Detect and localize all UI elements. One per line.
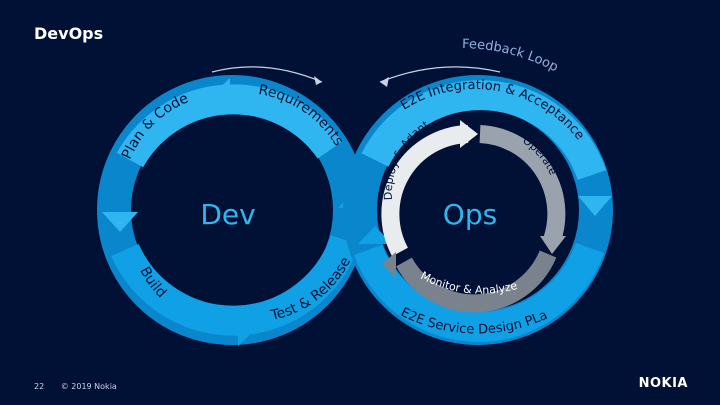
feedback-arc-right bbox=[379, 66, 501, 83]
svg-text:Feedback Loop: Feedback Loop bbox=[462, 37, 561, 75]
ops-inner-gray-arc-right bbox=[479, 125, 566, 243]
dev-label: Dev bbox=[200, 198, 255, 231]
ops-arrow-head-left bbox=[358, 226, 392, 244]
copyright: © 2019 Nokia bbox=[60, 382, 117, 391]
ops-ring-top-segment bbox=[361, 80, 607, 181]
ops-arrow-head-right bbox=[578, 196, 612, 216]
ops-ring-bottom-segment bbox=[353, 242, 605, 342]
feedback-loop-label: Feedback Loop bbox=[462, 37, 561, 75]
dev-arrow-head-top bbox=[212, 78, 230, 112]
feedback-arc-left bbox=[211, 66, 323, 83]
ops-label: Ops bbox=[443, 198, 497, 231]
ops-inner-gray-arc-bottom bbox=[396, 250, 557, 313]
page-number: 22 bbox=[34, 382, 45, 391]
feedback-arrow-left bbox=[314, 76, 322, 85]
footer: 22 © 2019 Nokia bbox=[34, 382, 117, 391]
nokia-logo: NOKIA bbox=[638, 376, 688, 391]
feedback-arrow-right bbox=[380, 77, 389, 87]
ops-inner-arrow-left bbox=[382, 252, 396, 278]
slide-title: DevOps bbox=[34, 24, 104, 43]
dev-arrow-head-bottom bbox=[238, 312, 256, 346]
ops-inner-light-arc bbox=[381, 125, 469, 257]
dev-arrow-head-left bbox=[102, 212, 138, 232]
ops-inner-arrow-right bbox=[540, 236, 566, 254]
ops-inner-arrow-top bbox=[460, 120, 478, 148]
